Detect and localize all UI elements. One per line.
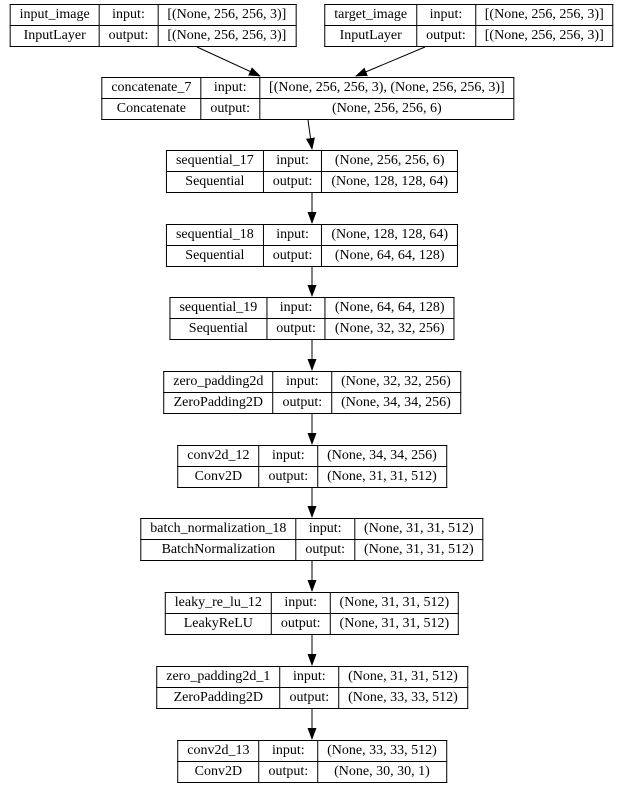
output-label: output: bbox=[258, 761, 319, 783]
input-label: input: bbox=[279, 666, 340, 688]
layer-name: sequential_19 bbox=[169, 297, 268, 319]
output-shape: [(None, 256, 256, 3)] bbox=[157, 25, 297, 47]
edge-arrow bbox=[306, 119, 315, 150]
input-label: input: bbox=[266, 297, 326, 319]
layer-name: conv2d_13 bbox=[177, 740, 260, 762]
output-label: output: bbox=[258, 466, 319, 488]
input-label: input: bbox=[258, 445, 319, 467]
input-shape: (None, 31, 31, 512) bbox=[354, 518, 484, 540]
node-conv2d-13: conv2d_13 input: (None, 33, 33, 512) Con… bbox=[177, 740, 447, 783]
output-label: output: bbox=[98, 25, 159, 47]
output-shape: (None, 128, 128, 64) bbox=[321, 171, 459, 193]
layer-class: Conv2D bbox=[177, 466, 260, 488]
edge-arrow bbox=[196, 46, 261, 77]
input-shape: (None, 34, 34, 256) bbox=[317, 445, 447, 467]
layer-class: ZeroPadding2D bbox=[163, 392, 274, 414]
input-shape: (None, 128, 128, 64) bbox=[321, 224, 459, 246]
layer-class: Sequential bbox=[169, 318, 268, 340]
layer-name: zero_padding2d bbox=[163, 371, 274, 393]
layer-name: input_image bbox=[9, 4, 100, 26]
node-concatenate-7: concatenate_7 input: [(None, 256, 256, 3… bbox=[101, 77, 515, 120]
output-label: output: bbox=[272, 392, 333, 414]
input-label: input: bbox=[416, 4, 476, 26]
layer-class: ZeroPadding2D bbox=[156, 687, 281, 709]
layer-class: InputLayer bbox=[9, 25, 100, 47]
layer-name: batch_normalization_18 bbox=[140, 518, 297, 540]
layer-class: InputLayer bbox=[324, 25, 418, 47]
node-batch-normalization-18: batch_normalization_18 input: (None, 31,… bbox=[140, 518, 484, 561]
output-label: output: bbox=[262, 245, 323, 267]
output-shape: [(None, 256, 256, 3)] bbox=[474, 25, 614, 47]
node-input-image: input_image input: [(None, 256, 256, 3)]… bbox=[9, 4, 297, 47]
input-shape: (None, 33, 33, 512) bbox=[317, 740, 447, 762]
node-zero-padding2d-1: zero_padding2d_1 input: (None, 31, 31, 5… bbox=[156, 666, 468, 709]
input-shape: [(None, 256, 256, 3), (None, 256, 256, 3… bbox=[259, 77, 515, 99]
output-label: output: bbox=[266, 318, 326, 340]
layer-class: Concatenate bbox=[101, 98, 202, 120]
node-sequential-18: sequential_18 input: (None, 128, 128, 64… bbox=[165, 224, 459, 267]
layer-class: Sequential bbox=[165, 171, 264, 193]
output-label: output: bbox=[270, 613, 331, 635]
input-label: input: bbox=[270, 592, 331, 614]
layer-name: concatenate_7 bbox=[101, 77, 202, 99]
layer-name: sequential_18 bbox=[165, 224, 264, 246]
output-label: output: bbox=[416, 25, 476, 47]
node-leaky-re-lu-12: leaky_re_lu_12 input: (None, 31, 31, 512… bbox=[164, 592, 460, 635]
output-shape: (None, 31, 31, 512) bbox=[329, 613, 460, 635]
output-shape: (None, 64, 64, 128) bbox=[321, 245, 459, 267]
input-shape: [(None, 256, 256, 3)] bbox=[474, 4, 614, 26]
input-label: input: bbox=[262, 150, 323, 172]
output-label: output: bbox=[262, 171, 323, 193]
input-label: input: bbox=[258, 740, 319, 762]
layer-class: Conv2D bbox=[177, 761, 260, 783]
layer-name: sequential_17 bbox=[165, 150, 264, 172]
output-shape: (None, 256, 256, 6) bbox=[259, 98, 515, 120]
layer-class: BatchNormalization bbox=[140, 539, 297, 561]
node-sequential-17: sequential_17 input: (None, 256, 256, 6)… bbox=[165, 150, 459, 193]
output-shape: (None, 31, 31, 512) bbox=[317, 466, 447, 488]
layer-name: zero_padding2d_1 bbox=[156, 666, 281, 688]
layer-name: conv2d_12 bbox=[177, 445, 260, 467]
layer-name: leaky_re_lu_12 bbox=[164, 592, 272, 614]
input-label: input: bbox=[98, 4, 159, 26]
node-conv2d-12: conv2d_12 input: (None, 34, 34, 256) Con… bbox=[177, 445, 447, 488]
input-label: input: bbox=[200, 77, 261, 99]
input-shape: (None, 64, 64, 128) bbox=[324, 297, 455, 319]
layer-name: target_image bbox=[324, 4, 418, 26]
input-label: input: bbox=[272, 371, 333, 393]
output-label: output: bbox=[295, 539, 356, 561]
input-label: input: bbox=[262, 224, 323, 246]
node-sequential-19: sequential_19 input: (None, 64, 64, 128)… bbox=[169, 297, 455, 340]
input-shape: (None, 31, 31, 512) bbox=[338, 666, 468, 688]
input-shape: (None, 31, 31, 512) bbox=[329, 592, 460, 614]
layer-class: Sequential bbox=[165, 245, 264, 267]
input-shape: [(None, 256, 256, 3)] bbox=[157, 4, 297, 26]
input-label: input: bbox=[295, 518, 356, 540]
node-target-image: target_image input: [(None, 256, 256, 3)… bbox=[324, 4, 614, 47]
node-zero-padding2d: zero_padding2d input: (None, 32, 32, 256… bbox=[163, 371, 461, 414]
layer-class: LeakyReLU bbox=[164, 613, 272, 635]
input-shape: (None, 32, 32, 256) bbox=[331, 371, 461, 393]
output-shape: (None, 34, 34, 256) bbox=[331, 392, 461, 414]
output-shape: (None, 30, 30, 1) bbox=[317, 761, 447, 783]
output-label: output: bbox=[279, 687, 340, 709]
input-shape: (None, 256, 256, 6) bbox=[321, 150, 459, 172]
output-shape: (None, 33, 33, 512) bbox=[338, 687, 468, 709]
output-shape: (None, 31, 31, 512) bbox=[354, 539, 484, 561]
edge-arrow bbox=[355, 46, 426, 77]
output-label: output: bbox=[200, 98, 261, 120]
output-shape: (None, 32, 32, 256) bbox=[324, 318, 455, 340]
